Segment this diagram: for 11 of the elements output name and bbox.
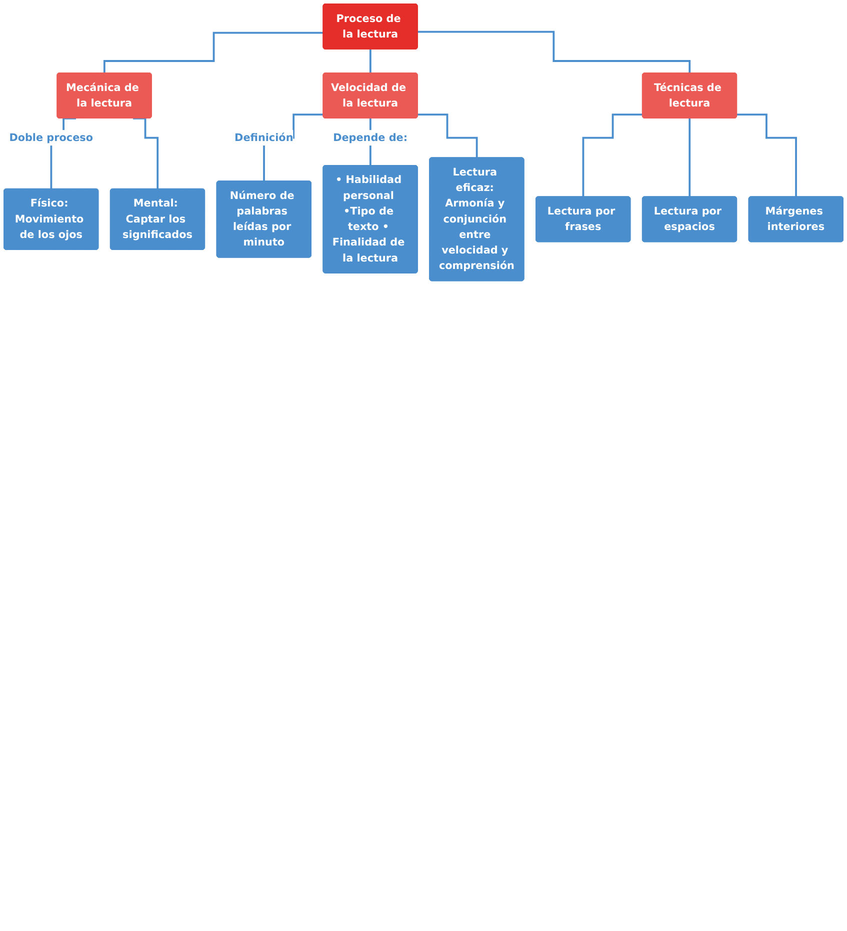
connector	[737, 114, 798, 198]
connector	[688, 118, 691, 198]
connector	[418, 30, 691, 74]
edge-label: Depende de:	[333, 132, 408, 144]
connector	[582, 114, 642, 198]
connector	[369, 48, 372, 74]
edge-label: Doble proceso	[9, 132, 93, 144]
edge-label: Definición	[234, 132, 294, 144]
connector	[103, 32, 324, 74]
connector	[418, 114, 478, 159]
connector	[133, 118, 159, 190]
